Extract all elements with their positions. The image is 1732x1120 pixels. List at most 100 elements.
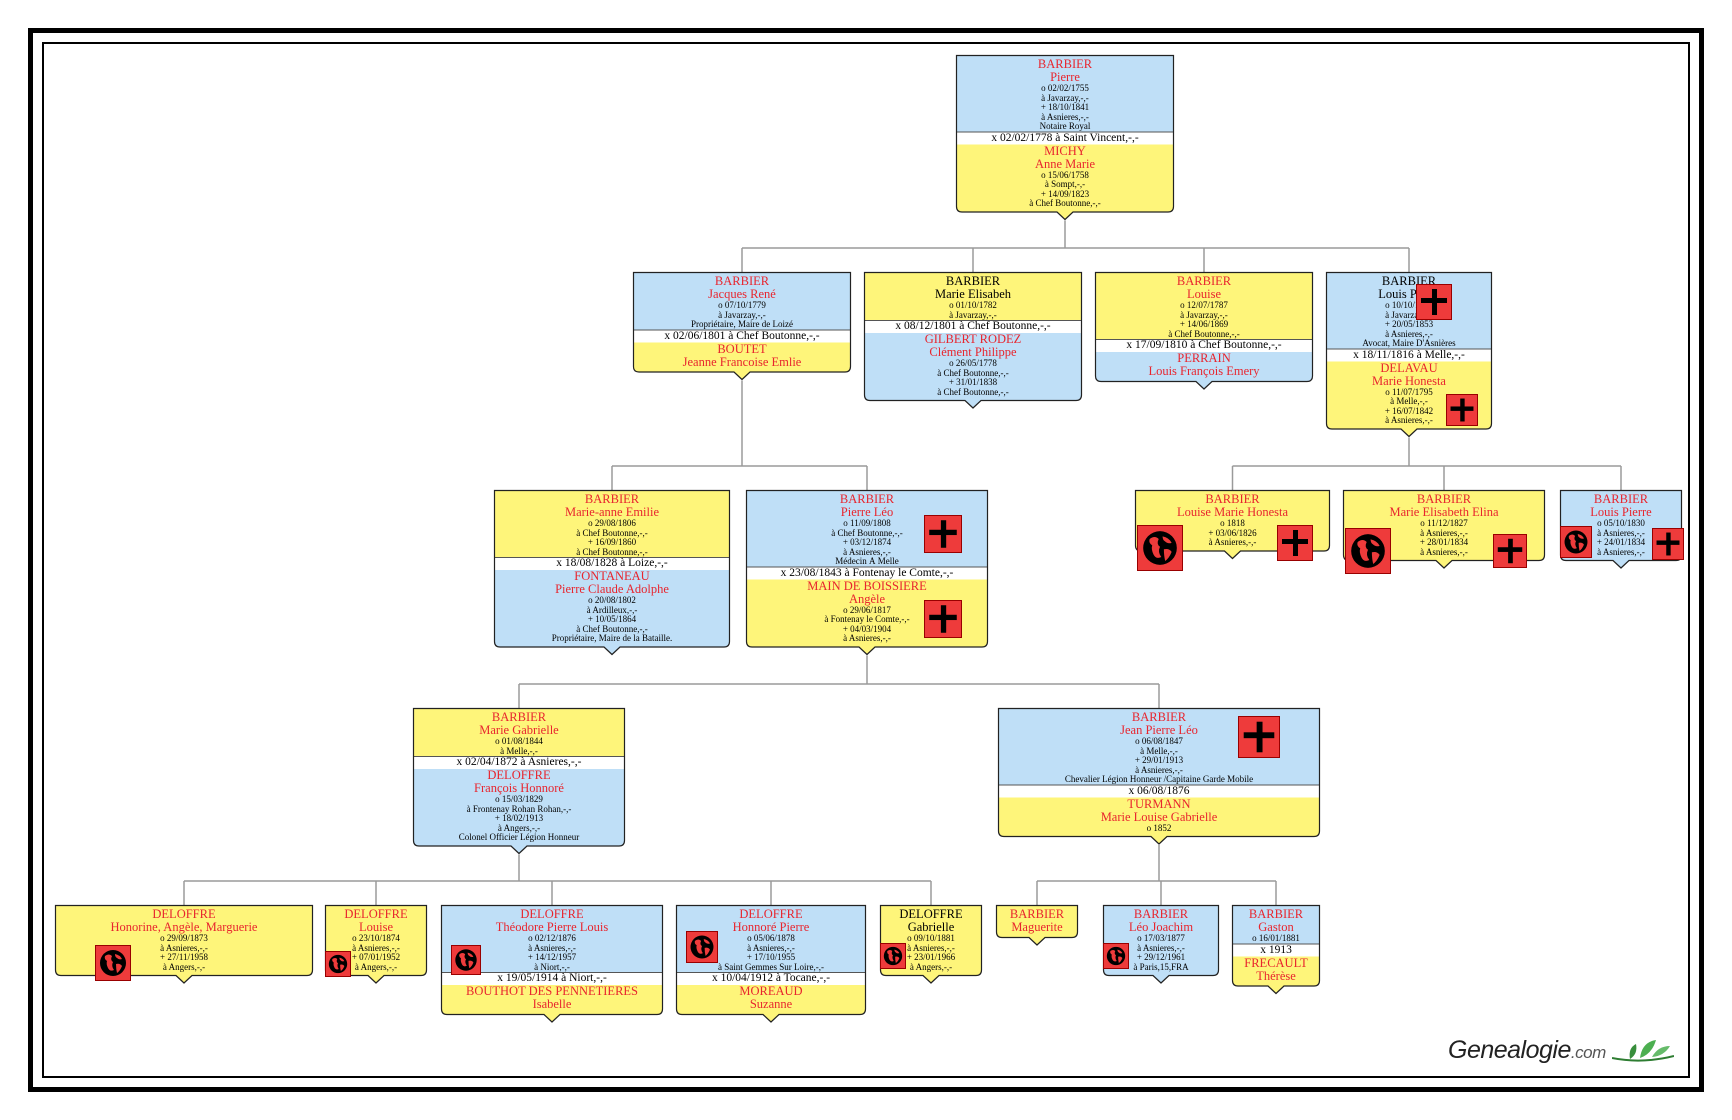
person-detail: à Asnieres,-,- — [1137, 943, 1185, 953]
person-detail: à Chef Boutonne,-,- — [1029, 199, 1101, 208]
genealogie-logo[interactable]: Genealogie.com — [1448, 1036, 1675, 1065]
person-detail: o 16/01/1881 — [1252, 934, 1300, 943]
person-detail: à Asnieres,-,- — [907, 943, 955, 953]
card-outline — [412, 707, 626, 855]
card-frame — [1094, 271, 1314, 390]
person-detail: à Asnieres,-,- — [1420, 528, 1468, 538]
globe-icon[interactable] — [1137, 525, 1183, 571]
person-name: BARBIER — [1176, 275, 1232, 288]
card-band — [494, 570, 730, 655]
person-detail: + 29/01/1913 — [1134, 756, 1184, 765]
person-name: BARBIER — [1131, 711, 1187, 724]
leaf-icon — [1611, 1040, 1675, 1062]
person-name: DELOFFRE — [520, 908, 584, 921]
person-detail: o 20/08/1802 — [588, 596, 636, 605]
card-outline — [995, 904, 1079, 946]
deceased-cross-icon[interactable] — [1652, 528, 1684, 560]
person-detail: à Angers,-,- — [497, 823, 541, 833]
person-name: BARBIER — [1593, 493, 1649, 506]
person-detail: o 15/06/1758 — [1041, 170, 1089, 180]
person-detail: o 1852 — [1146, 823, 1172, 833]
deceased-cross-icon[interactable] — [1277, 525, 1313, 561]
person-detail: o 01/08/1844 — [495, 737, 543, 746]
person-detail: o 11/07/1795 — [1385, 387, 1433, 397]
person-detail: à Fontenay le Comte,-,- — [824, 615, 910, 624]
person-detail: + 03/12/1874 — [842, 538, 892, 547]
card-band — [1095, 339, 1313, 352]
card-frame — [412, 707, 626, 855]
deceased-cross-icon[interactable] — [1238, 716, 1280, 758]
globe-icon[interactable] — [686, 931, 718, 963]
person-detail: + 10/05/1864 — [587, 615, 637, 624]
deceased-cross-icon[interactable] — [924, 600, 962, 638]
person-detail: Propriétaire, Maire de Loizé — [691, 320, 793, 329]
card-band — [746, 566, 988, 580]
globe-icon[interactable] — [325, 951, 351, 977]
globe-icon[interactable] — [880, 943, 906, 969]
person-detail: + 14/12/1957 — [527, 953, 577, 962]
globe-icon[interactable] — [451, 945, 481, 975]
globe-icon[interactable] — [1560, 526, 1592, 558]
person-detail: à Chef Boutonne,-,- — [576, 528, 648, 538]
card-frame — [955, 54, 1175, 221]
deceased-cross-icon[interactable] — [1446, 394, 1478, 426]
person-detail: + 27/11/1958 — [160, 953, 208, 962]
person-name: PERRAIN — [1177, 352, 1231, 365]
person-detail: Colonel Officier Légion Honneur — [458, 833, 580, 842]
person-name: Marie Gabrielle — [479, 724, 559, 737]
deceased-cross-icon[interactable] — [1416, 284, 1452, 320]
person-detail: à Chef Boutonne,-,- — [831, 528, 903, 538]
person-name: Louis Pierre — [1590, 506, 1652, 519]
person-detail: o 15/03/1829 — [495, 795, 543, 804]
person-detail: o 05/10/1830 — [1597, 519, 1645, 528]
globe-icon[interactable] — [1103, 943, 1129, 969]
person-detail: + 31/01/1838 — [948, 378, 998, 387]
person-name: Jean Pierre Léo — [1120, 724, 1198, 737]
person-name: MICHY — [1044, 144, 1086, 158]
globe-icon[interactable] — [95, 945, 131, 981]
person-detail: + 24/01/1834 — [1596, 538, 1646, 547]
person-detail: à Asnieres,-,- — [1385, 329, 1433, 339]
card-band — [998, 784, 1320, 798]
person-detail: à Asnieres,-,- — [1208, 538, 1257, 547]
person-detail: à Javarzay,-,- — [1041, 93, 1089, 103]
marriage-line: x 08/12/1801 à Chef Boutonne,-,- — [895, 320, 1051, 332]
person-name: BARBIER — [1009, 908, 1065, 921]
person-detail: à Chef Boutonne,-,- — [937, 387, 1009, 397]
person-name: Jacques René — [708, 288, 776, 301]
person-name: Jeanne Francoise Emlie — [682, 355, 802, 369]
deceased-cross-icon[interactable] — [924, 515, 962, 553]
deceased-cross-icon[interactable] — [1493, 534, 1527, 568]
card-outline — [1325, 271, 1493, 438]
card-band — [494, 557, 730, 570]
logo-tld: .com — [1570, 1043, 1606, 1062]
marriage-line: x 1913 — [1260, 943, 1292, 956]
globe-icon[interactable] — [1345, 528, 1391, 574]
